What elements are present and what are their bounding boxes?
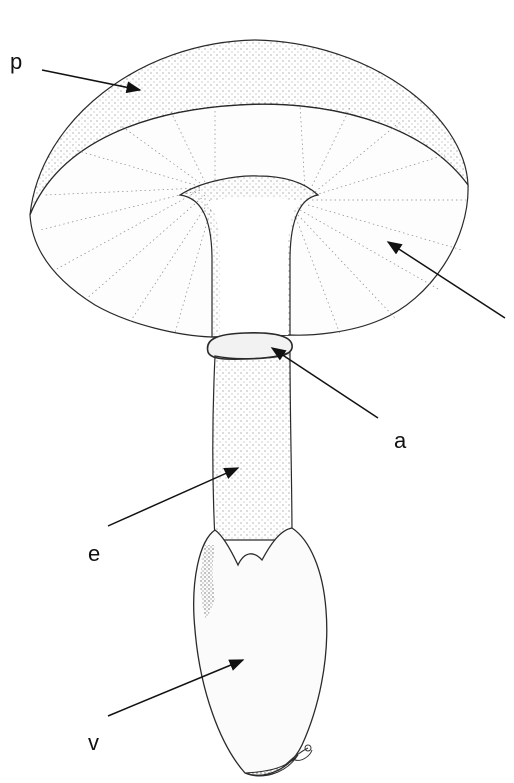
label-v: v: [88, 730, 99, 755]
label-e: e: [88, 541, 100, 566]
label-a: a: [394, 428, 407, 453]
stem: [213, 352, 292, 540]
label-p: p: [10, 49, 22, 74]
volva: [194, 528, 327, 775]
